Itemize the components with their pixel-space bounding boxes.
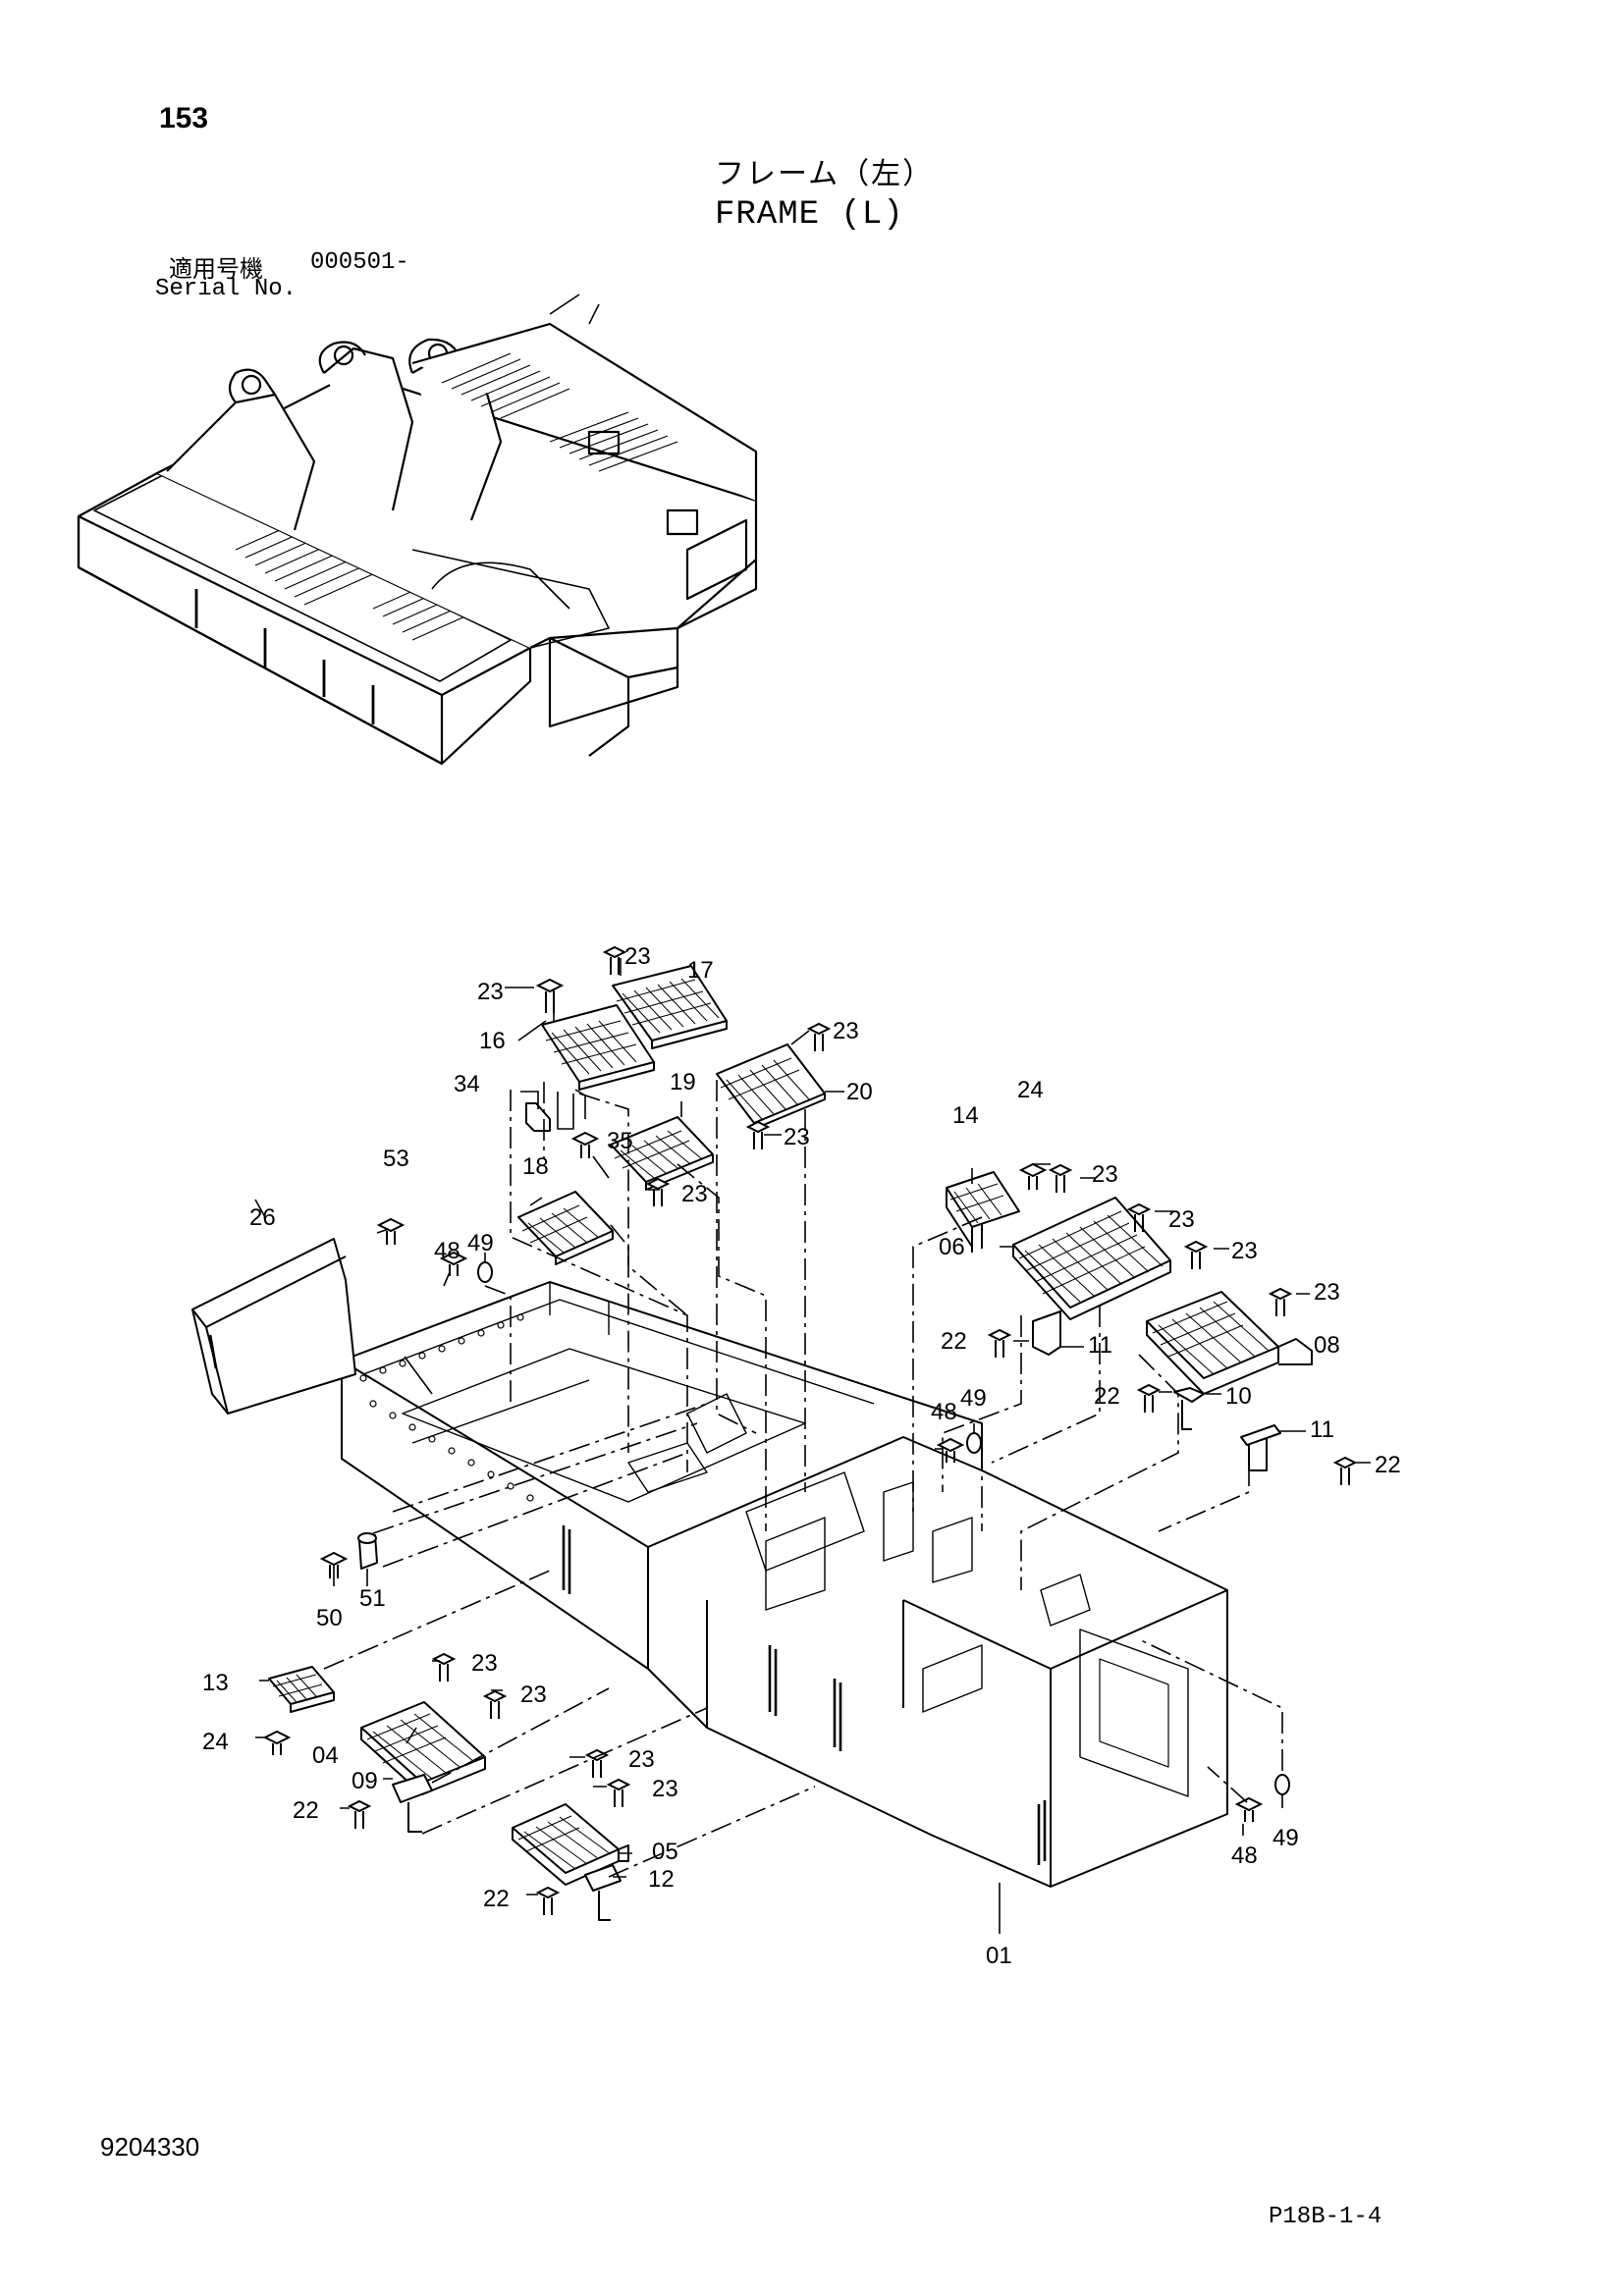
callout-label: 23 [1231, 1238, 1258, 1264]
callout-label: 10 [1225, 1383, 1252, 1410]
callout-label: 35 [607, 1128, 633, 1154]
callout-label: 23 [833, 1018, 859, 1044]
title-english: FRAME (L) [715, 196, 904, 234]
callout-label: 24 [202, 1729, 229, 1755]
callout-label: 53 [383, 1146, 409, 1172]
page-code: P18B-1-4 [1269, 2204, 1382, 2230]
callout-label: 14 [952, 1102, 979, 1129]
serial-label-japanese: 適用号機 [169, 255, 263, 283]
callout-label: 09 [352, 1768, 378, 1794]
callout-label: 49 [960, 1385, 987, 1412]
callout-label: 13 [202, 1670, 229, 1696]
callout-label: 05 [652, 1839, 678, 1865]
callout-label: 23 [520, 1682, 547, 1708]
callout-label: 23 [1168, 1206, 1195, 1233]
callout-label: 48 [931, 1399, 957, 1425]
callout-label: 11 [1088, 1332, 1112, 1359]
callout-label: 17 [687, 957, 714, 984]
callout-label: 51 [359, 1585, 386, 1612]
title-japanese: フレーム（左） [715, 157, 935, 191]
callout-label: 04 [312, 1742, 339, 1769]
callout-label: 22 [941, 1328, 967, 1355]
callout-label: 18 [522, 1153, 549, 1180]
callout-label: 01 [986, 1943, 1012, 1969]
callout-label: 22 [293, 1797, 319, 1824]
document-number: 9204330 [100, 2132, 200, 2162]
callout-label: 23 [1092, 1161, 1118, 1188]
callout-label: 11 [1310, 1416, 1334, 1443]
callout-label: 16 [479, 1028, 506, 1054]
callout-label: 22 [1375, 1452, 1401, 1478]
callout-label: 23 [624, 943, 651, 970]
serial-value: 000501- [310, 249, 409, 276]
callout-label: 50 [316, 1605, 343, 1631]
callout-label: 23 [477, 979, 504, 1005]
callout-label: 23 [784, 1124, 810, 1150]
callout-label: 34 [454, 1071, 480, 1097]
callout-label: 48 [1231, 1842, 1258, 1869]
callout-label: 49 [1272, 1825, 1299, 1851]
serial-label-english: Serial No. [155, 276, 298, 302]
callout-label: 19 [670, 1069, 696, 1095]
callout-label: 26 [249, 1204, 276, 1231]
callout-label: 23 [471, 1650, 498, 1677]
callout-label: 12 [648, 1866, 675, 1893]
page-number: 153 [159, 102, 209, 134]
callout-label: 08 [1314, 1332, 1340, 1359]
callout-label: 23 [652, 1776, 678, 1802]
callout-label: 22 [483, 1886, 510, 1912]
callout-label: 48 [434, 1238, 460, 1264]
callout-label: 22 [1094, 1383, 1120, 1410]
callout-label: 23 [628, 1746, 655, 1773]
callout-label: 23 [1314, 1279, 1340, 1306]
callout-label: 20 [846, 1079, 873, 1105]
callout-label: 23 [681, 1181, 708, 1207]
callout-label: 24 [1017, 1077, 1044, 1103]
callout-label: 49 [467, 1230, 494, 1256]
callout-label: 06 [939, 1234, 965, 1260]
